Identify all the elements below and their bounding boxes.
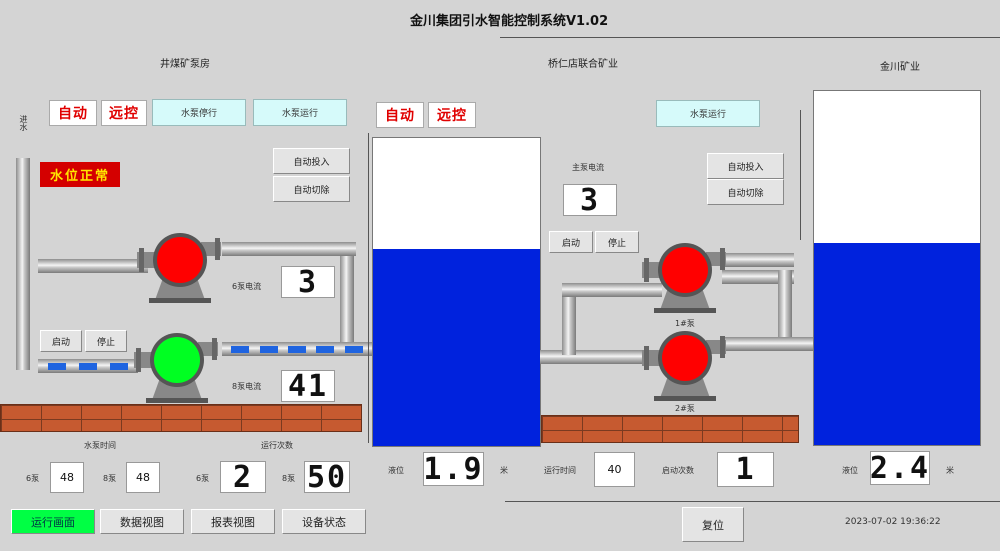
nav-device-button[interactable]: 设备状态: [282, 509, 366, 534]
center-divider: [800, 110, 801, 240]
section-title-right: 金川矿业: [880, 62, 920, 73]
center-pipe-upper: [722, 270, 794, 284]
left-pipe-upper-out: [222, 242, 356, 256]
left-status-1: 水泵停行: [152, 99, 246, 126]
left-pipe-upper-in: [38, 259, 148, 273]
left-stop-button[interactable]: 停止: [85, 330, 127, 352]
pump-8-running: [134, 333, 218, 403]
center-pipe-pump2-out: [722, 337, 814, 351]
pump-2-stopped: [642, 331, 726, 401]
reset-button[interactable]: 复位: [682, 507, 744, 542]
center-run-time-value: 40: [594, 452, 635, 487]
pump-8-current: 41: [281, 369, 335, 404]
center-pipe-riser: [778, 270, 792, 340]
run-time-label: 水泵时间: [84, 441, 116, 450]
run-count-8: 50: [304, 460, 350, 495]
center-pipe-bypass: [562, 283, 576, 355]
timestamp: 2023-07-02 19:36:22: [845, 517, 941, 527]
tank2-level-value: 2.4: [869, 450, 931, 486]
pump-1-label: 1#泵: [675, 319, 695, 328]
pump-2-label: 2#泵: [675, 404, 695, 413]
run-time-8: 48: [126, 462, 160, 493]
center-run-time-label: 运行时间: [544, 466, 576, 475]
tank1-ruler: [368, 133, 369, 443]
footer-divider: [505, 501, 1000, 502]
tank1-level-label: 液位: [388, 466, 404, 475]
pump-6-label: 6泵电流: [232, 282, 262, 291]
tank1-unit: 米: [500, 466, 508, 475]
center-auto-out-button[interactable]: 自动切除: [707, 179, 784, 205]
left-pipe-riser: [340, 256, 354, 342]
app-title: 金川集团引水智能控制系统V1.02: [410, 14, 609, 29]
tank1-level-value: 1.9: [423, 451, 484, 487]
section-title-left: 井煤矿泵房: [160, 59, 210, 70]
left-mode-auto: 自动: [49, 100, 97, 126]
left-auto-in-button[interactable]: 自动投入: [273, 148, 350, 174]
tank-1-water: [373, 248, 540, 446]
tank1-mode-auto: 自动: [376, 102, 424, 128]
run-count-6: 2: [220, 460, 266, 495]
section-title-center: 桥仁店联合矿业: [548, 59, 618, 70]
left-mode-remote: 远控: [101, 100, 147, 126]
center-current-label: 主泵电流: [572, 163, 604, 172]
nav-run-button[interactable]: 运行画面: [11, 509, 95, 534]
tank-2-water: [814, 243, 980, 445]
run-count-label: 运行次数: [261, 441, 293, 450]
tank-2: [813, 90, 981, 446]
nav-report-button[interactable]: 报表视图: [191, 509, 275, 534]
val-c-label: 6泵: [196, 474, 210, 483]
center-start-button[interactable]: 启动: [549, 231, 593, 253]
tank2-level-label: 液位: [842, 466, 858, 475]
pump-6-current: 3: [281, 265, 335, 300]
pump-8-label: 8泵电流: [232, 382, 262, 391]
left-status-2: 水泵运行: [253, 99, 347, 126]
center-status: 水泵运行: [656, 100, 760, 127]
val-a-label: 6泵: [26, 474, 40, 483]
center-current-value: 3: [563, 183, 617, 218]
center-auto-in-button[interactable]: 自动投入: [707, 153, 784, 179]
center-ground-brick: [541, 415, 799, 443]
val-b-label: 8泵: [103, 474, 117, 483]
center-run-count-value: 1: [717, 452, 774, 487]
water-level-alarm: 水位正常: [40, 162, 120, 187]
tank2-unit: 米: [946, 466, 954, 475]
left-start-button[interactable]: 启动: [40, 330, 82, 352]
center-run-count-label: 启动次数: [662, 466, 694, 475]
center-stop-button[interactable]: 停止: [595, 231, 639, 253]
header-divider: [500, 37, 1000, 38]
left-auto-out-button[interactable]: 自动切除: [273, 176, 350, 202]
left-inlet-pipe: [16, 158, 30, 370]
left-ground-brick: [0, 404, 362, 432]
inlet-vertical-label: 进水: [19, 115, 28, 131]
left-flow-out: [222, 342, 372, 356]
center-pipe-pump1-in: [562, 283, 662, 297]
tank1-mode-remote: 远控: [428, 102, 476, 128]
pump-6-stopped: [137, 233, 221, 303]
tank-1: [372, 137, 541, 447]
run-time-6: 48: [50, 462, 84, 493]
val-d-label: 8泵: [282, 474, 296, 483]
pump-1-stopped: [642, 243, 726, 313]
left-flow-in: [38, 359, 138, 373]
nav-data-button[interactable]: 数据视图: [100, 509, 184, 534]
center-pipe-pump1-out: [722, 253, 794, 267]
